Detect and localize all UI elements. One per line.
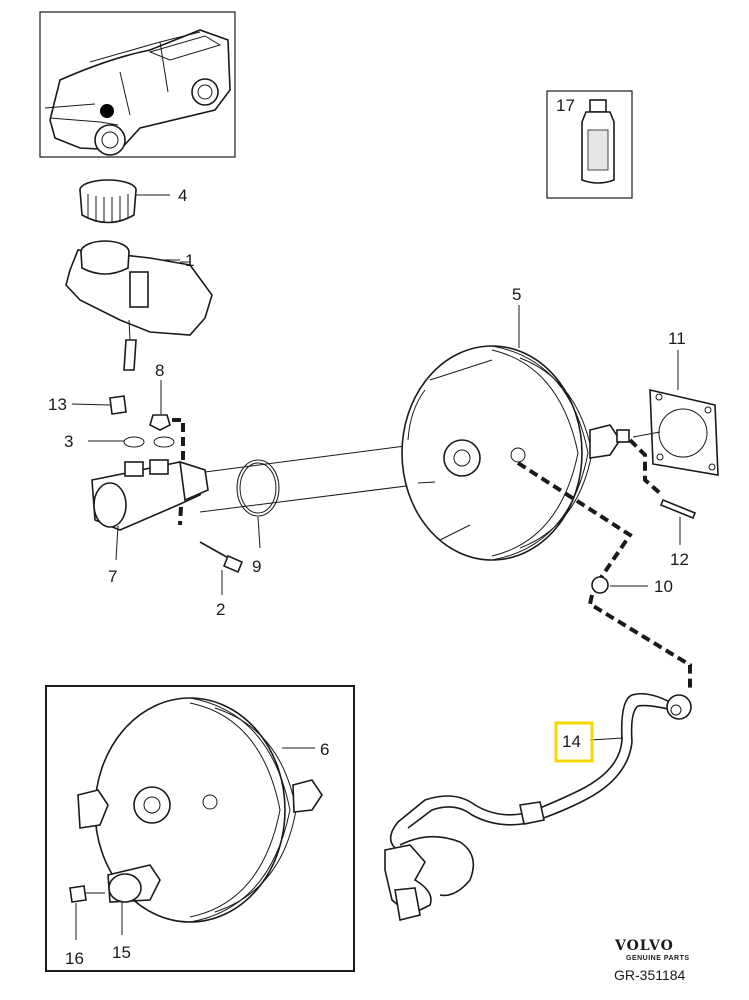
- callout-6: 6: [320, 740, 329, 759]
- callout-14: 14: [562, 732, 581, 751]
- callout-7: 7: [108, 567, 117, 586]
- callout-8: 8: [155, 361, 164, 380]
- callout-3: 3: [64, 432, 73, 451]
- callout-2: 2: [216, 600, 225, 619]
- callout-16: 16: [65, 949, 84, 968]
- brake-booster-main: [401, 345, 630, 561]
- callout-12: 12: [670, 550, 689, 569]
- reservoir-cap: [79, 179, 170, 224]
- callout-17: 17: [556, 96, 575, 115]
- master-cylinder: [91, 459, 209, 531]
- callout-1: 1: [185, 251, 194, 270]
- location-marker-icon: [100, 104, 114, 118]
- vehicle-locator-inset: [39, 11, 236, 158]
- booster-variant-inset: [45, 685, 355, 972]
- callout-4: 4: [178, 186, 187, 205]
- brand-tagline: GENUINE PARTS: [626, 955, 690, 962]
- brake-fluid-inset: 17: [546, 90, 633, 199]
- callout-13: 13: [48, 395, 67, 414]
- brand-logo-text: VOLVO: [614, 938, 674, 954]
- brake-fluid-reservoir: [65, 240, 213, 371]
- vacuum-hose: [384, 692, 692, 921]
- callout-14-highlight-box: [554, 721, 594, 763]
- booster-gasket: [649, 388, 719, 476]
- callout-11: 11: [668, 329, 686, 348]
- diagram-reference-number: GR-351184: [614, 967, 686, 983]
- callout-5: 5: [512, 285, 521, 304]
- callout-9: 9: [252, 557, 261, 576]
- callout-15: 15: [112, 943, 131, 962]
- callout-10: 10: [654, 577, 673, 596]
